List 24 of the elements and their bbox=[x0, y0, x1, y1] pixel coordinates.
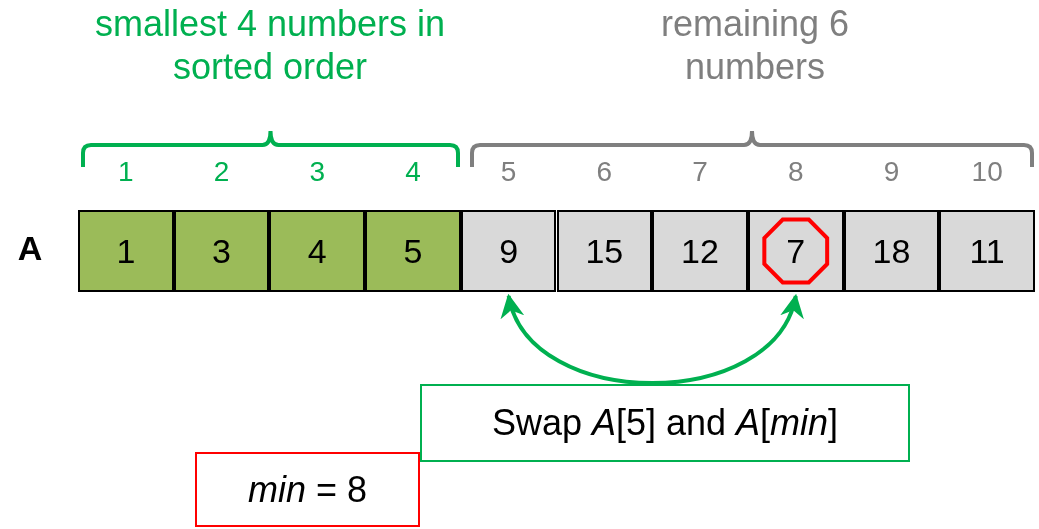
bracket-label: smallest 4 numbers in sorted order bbox=[93, 2, 447, 89]
array-name: A bbox=[16, 228, 44, 269]
array-cell: 9 bbox=[460, 210, 557, 292]
index-number: 3 bbox=[308, 156, 327, 188]
index-number: 1 bbox=[117, 156, 135, 188]
array-cell: 4 bbox=[269, 210, 366, 292]
array-cell: 5 bbox=[365, 210, 461, 292]
index-number: 4 bbox=[404, 156, 422, 188]
array-cell: 1 bbox=[78, 210, 174, 292]
text-box: Swap A[5] and A[min] bbox=[420, 384, 910, 462]
array-cell: 3 bbox=[173, 210, 270, 292]
array-cell: 11 bbox=[939, 210, 1035, 292]
bracket-label: remaining 6 numbers bbox=[659, 2, 851, 89]
array-cell: 18 bbox=[843, 210, 940, 292]
index-number: 2 bbox=[212, 156, 231, 188]
index-number: 10 bbox=[970, 156, 1004, 188]
text-box: min = 8 bbox=[195, 452, 420, 527]
index-number: 7 bbox=[691, 156, 709, 188]
array-cell: 15 bbox=[556, 210, 653, 292]
index-number: 9 bbox=[882, 156, 901, 188]
index-number: 5 bbox=[499, 156, 518, 188]
index-number: 6 bbox=[595, 156, 614, 188]
array-cell: 12 bbox=[652, 210, 748, 292]
index-number: 8 bbox=[786, 156, 805, 188]
